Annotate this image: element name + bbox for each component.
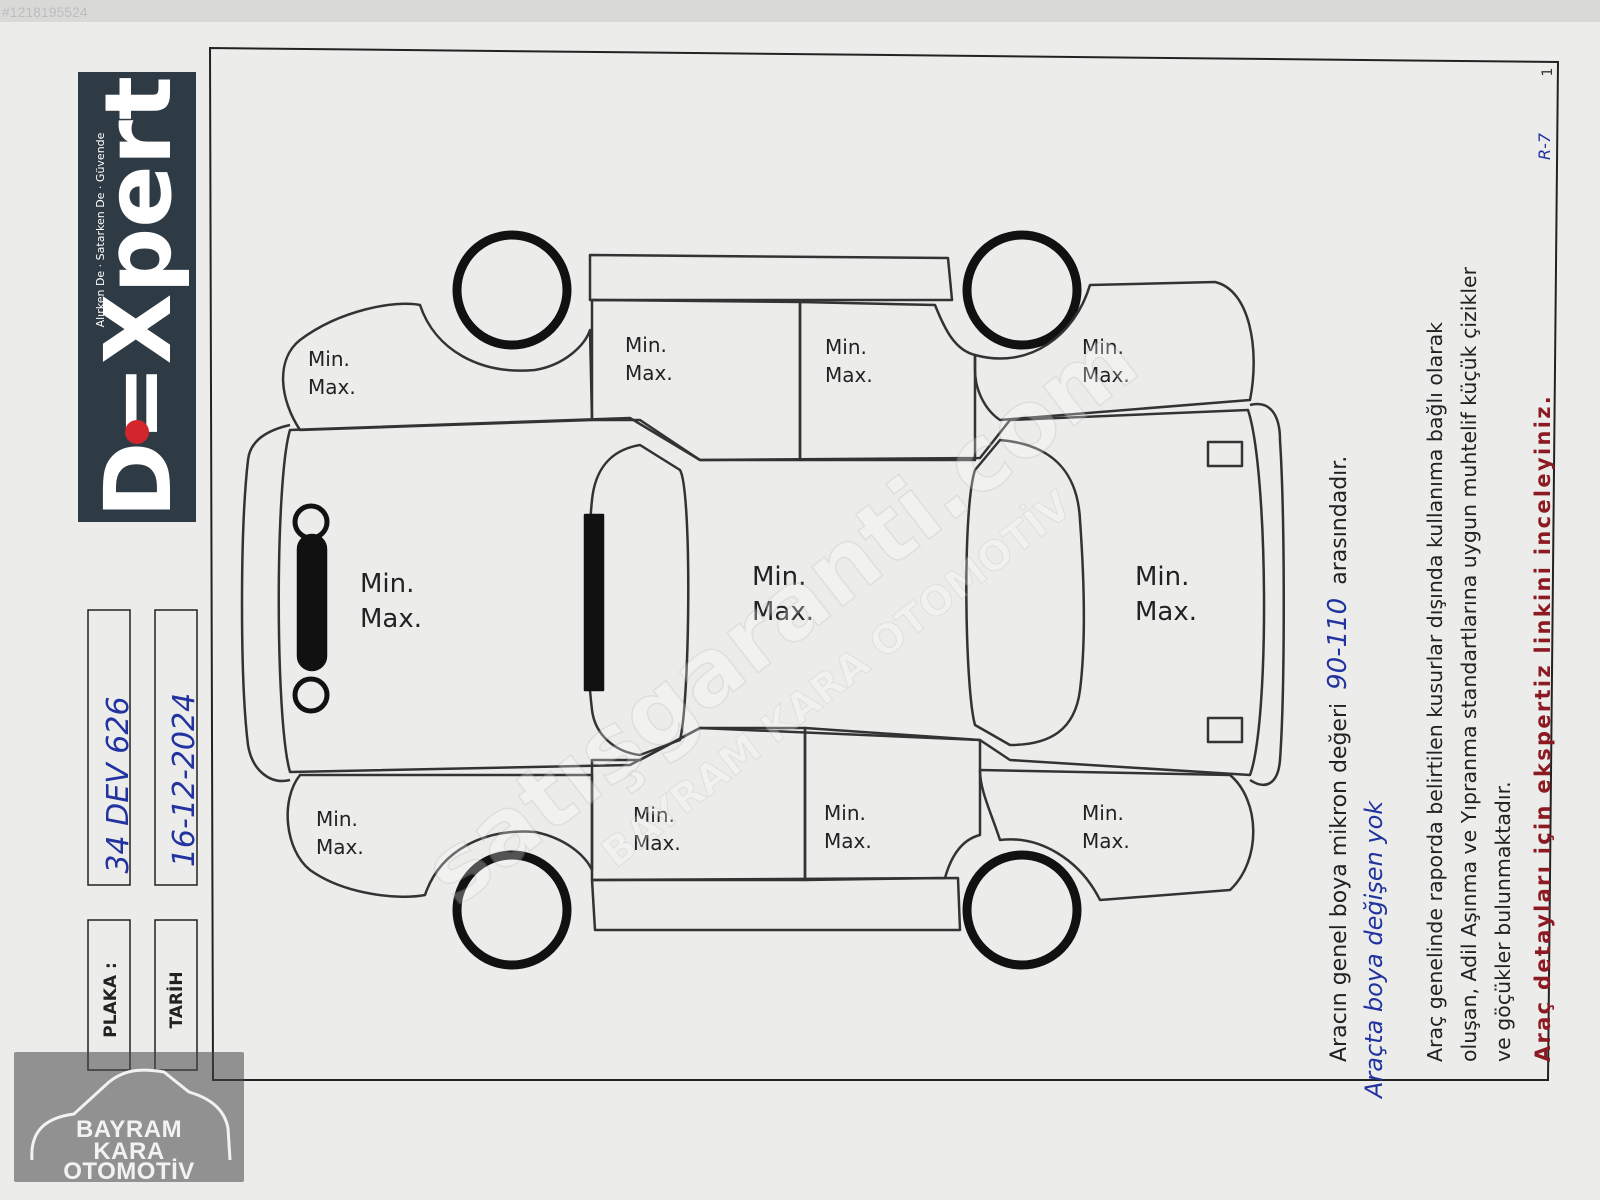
dealer-logo-line1: BAYRAM [75, 1116, 183, 1143]
panel-label-max: Max. [1082, 829, 1130, 853]
panel-label-max: Max. [1135, 597, 1197, 627]
mikron-suffix: arasındadır. [1327, 456, 1352, 585]
windshield [585, 443, 690, 757]
mikron-line: Aracın genel boya mikron değeri 90-110 a… [1323, 456, 1353, 1062]
panel-top-front-door [590, 298, 802, 462]
watermark-site: satışgaranti.com [404, 305, 1157, 926]
link-notice: Araç detayları için ekspertiz linkini in… [1531, 394, 1555, 1062]
tail-light-top [1206, 440, 1244, 468]
page-border [208, 46, 1560, 1081]
tarih-value: 16-12-2024 [167, 693, 202, 867]
panel-bottom-sill [590, 876, 962, 932]
panel-label-max: Max. [308, 375, 356, 399]
panel-label-min: Min. [825, 335, 867, 359]
wheel-top-left [452, 230, 572, 350]
tail-light-bottom [1206, 716, 1244, 744]
panel-bottom-right-fender [978, 768, 1255, 902]
mikron-value: 90-110 [1323, 598, 1353, 690]
panel-label-min: Min. [360, 569, 414, 599]
paragraph-line-1: Araç genelinde raporda belirtilen kusurl… [1423, 322, 1447, 1062]
panel-top-rear-door [798, 300, 977, 462]
panel-top-sill [588, 253, 954, 302]
car-silhouette-icon [30, 1068, 232, 1161]
headlight-bottom [292, 676, 330, 714]
logo-red-dot-icon [125, 420, 149, 444]
logo-tagline: Alırken De · Satarken De · Güvende [94, 132, 107, 327]
plaka-value: 34 DEV 626 [101, 696, 136, 873]
paragraph-line-3: ve göçükler bulunmaktadır. [1491, 781, 1515, 1062]
min-max-labels: Min. Max. Min. Max. Min. Max. Min. Max. … [308, 333, 1197, 859]
panel-bottom-left-fender [286, 773, 594, 898]
notes-block: Aracın genel boya mikron değeri 90-110 a… [1323, 132, 1555, 1100]
page-number: 1 [1540, 68, 1556, 77]
panel-label-min: Min. [1082, 801, 1124, 825]
wheel-bottom-right [962, 850, 1082, 970]
panel-label-max: Max. [360, 604, 422, 634]
watermark: satışgaranti.com BAYRAM KARA OTOMOTİV [403, 304, 1158, 927]
panel-label-min: Min. [316, 807, 358, 831]
inspection-sheet: 1 D=Xpert Alırken De · Satarken De · Güv… [78, 46, 1560, 1100]
panel-label-min: Min. [1082, 335, 1124, 359]
initials: R-7 [1535, 132, 1554, 160]
panel-label-max: Max. [633, 831, 681, 855]
tarih-label: TARİH [165, 971, 187, 1028]
panel-label-min: Min. [633, 803, 675, 827]
paragraph-line-2: oluşan, Adil Aşınma ve Yıpranma standart… [1457, 266, 1481, 1062]
rear-bumper [1249, 402, 1285, 786]
panel-label-min: Min. [752, 562, 806, 592]
wheel-bottom-left [452, 850, 572, 970]
panel-label-max: Max. [825, 363, 873, 387]
panel-label-min: Min. [824, 801, 866, 825]
rear-window [965, 438, 1085, 747]
plaka-label: PLAKA : [101, 962, 121, 1038]
panel-label-min: Min. [1135, 562, 1189, 592]
dealer-logo-line2: KARA [93, 1138, 165, 1165]
car-body-outline [277, 408, 1266, 777]
panel-top-left-fender [281, 302, 594, 432]
wheel-top-right [962, 230, 1082, 350]
photo-id: #1218195524 [2, 4, 88, 20]
panel-label-max: Max. [316, 835, 364, 859]
wiper [583, 513, 605, 692]
panel-top-right-fender [973, 280, 1255, 422]
panel-label-max: Max. [625, 361, 673, 385]
logo-brand: D=Xpert [85, 76, 192, 518]
expert-logo: D=Xpert Alırken De · Satarken De · Güven… [78, 72, 196, 522]
dealer-watermark-logo: BAYRAM KARA OTOMOTİV [14, 1052, 244, 1185]
panel-label-min: Min. [308, 347, 350, 371]
mikron-prefix: Aracın genel boya mikron değeri [1327, 703, 1352, 1062]
handwritten-note: Araçta boya değişen yok [1360, 800, 1388, 1100]
front-grille [296, 533, 328, 672]
fields-area: PLAKA : TARİH 34 DEV 626 16-12-2024 [87, 609, 202, 1071]
panel-bottom-rear-door [803, 726, 982, 882]
inspection-paper: 1 D=Xpert Alırken De · Satarken De · Güv… [0, 22, 1600, 1200]
front-bumper [240, 423, 291, 783]
headlight-top [292, 503, 330, 541]
panel-label-max: Max. [752, 597, 814, 627]
panel-label-max: Max. [1082, 363, 1130, 387]
dealer-logo-line3: OTOMOTİV [63, 1158, 195, 1185]
panel-label-min: Min. [625, 333, 667, 357]
panel-label-max: Max. [824, 829, 872, 853]
car-diagram [240, 230, 1285, 970]
